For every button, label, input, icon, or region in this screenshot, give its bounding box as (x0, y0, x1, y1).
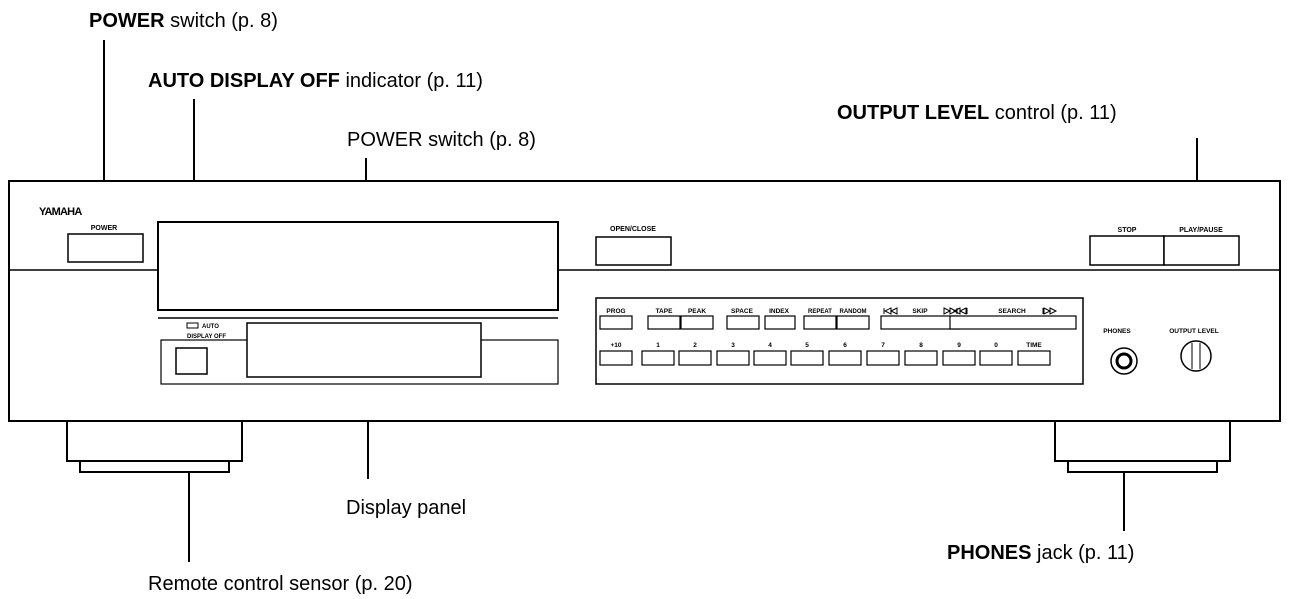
callout-auto-display-off: AUTO DISPLAY OFF indicator (p. 11) (148, 70, 483, 92)
play-pause-label: PLAY/PAUSE (1179, 227, 1223, 234)
number-plus10-button[interactable] (599, 350, 633, 366)
skip-back-icon (883, 307, 898, 315)
right-foot-base (1067, 460, 1218, 473)
number-3-button[interactable] (716, 350, 750, 366)
number-4-label: 4 (768, 342, 772, 349)
number-button-row: +10 1 2 3 4 5 6 7 8 9 0 TIME (599, 342, 1051, 366)
number-4-button[interactable] (753, 350, 787, 366)
number-3-label: 3 (731, 342, 735, 349)
random-label: RANDOM (840, 309, 867, 315)
number-9-button[interactable] (942, 350, 976, 366)
open-close-button[interactable] (595, 236, 672, 266)
prog-label: PROG (606, 308, 625, 315)
number-5-label: 5 (805, 342, 809, 349)
callout-display-panel: Display panel (346, 497, 467, 519)
search-label: SEARCH (998, 308, 1026, 315)
number-5-button[interactable] (790, 350, 824, 366)
right-foot-top (1054, 420, 1231, 462)
stop-label: STOP (1118, 227, 1137, 234)
space-label: SPACE (731, 308, 754, 315)
auto-display-off-label-line1: AUTO (202, 324, 219, 330)
left-foot-base (79, 460, 230, 473)
disc-tray[interactable] (157, 221, 559, 311)
number-plus10-label: +10 (610, 342, 621, 349)
phones-label: PHONES (1103, 328, 1131, 335)
number-1-button[interactable] (641, 350, 675, 366)
callout-disc-tray: POWER switch (p. 8) (347, 129, 536, 151)
prog-button[interactable] (599, 315, 633, 330)
play-pause-button[interactable] (1163, 235, 1240, 266)
number-9-label: 9 (957, 342, 961, 349)
display-window (246, 322, 482, 378)
number-8-button[interactable] (904, 350, 938, 366)
peak-button[interactable] (680, 315, 714, 330)
search-button[interactable] (949, 315, 1077, 330)
callout-power-switch: POWER switch (p. 8) (89, 10, 278, 32)
number-1-label: 1 (656, 342, 660, 349)
power-button[interactable] (67, 233, 144, 263)
auto-display-off-label-line2: DISPLAY OFF (187, 334, 226, 340)
skip-label: SKIP (912, 308, 928, 315)
index-button[interactable] (764, 315, 796, 330)
repeat-label: REPEAT (808, 309, 832, 315)
tape-label: TAPE (656, 308, 674, 315)
number-7-button[interactable] (866, 350, 900, 366)
number-2-button[interactable] (678, 350, 712, 366)
power-button-label: POWER (91, 225, 117, 232)
open-close-label: OPEN/CLOSE (610, 226, 656, 233)
left-foot-top (66, 420, 243, 462)
number-time-label: TIME (1026, 342, 1042, 349)
number-2-label: 2 (693, 342, 697, 349)
random-button[interactable] (836, 315, 870, 330)
search-forward-icon (1042, 307, 1058, 315)
tape-button[interactable] (647, 315, 681, 330)
control-subpanel (595, 297, 1084, 385)
callout-phones-jack: PHONES jack (p. 11) (947, 542, 1135, 564)
callout-remote-sensor: Remote control sensor (p. 20) (148, 573, 413, 595)
number-0-label: 0 (994, 342, 998, 349)
peak-label: PEAK (688, 308, 706, 315)
phones-jack[interactable] (1110, 347, 1138, 375)
number-7-label: 7 (881, 342, 885, 349)
stop-button[interactable] (1089, 235, 1165, 266)
brand-logo: YAMAHA (39, 206, 82, 218)
callout-output-level: OUTPUT LEVEL control (p. 11) (837, 102, 1117, 124)
space-button[interactable] (726, 315, 760, 330)
number-8-label: 8 (919, 342, 923, 349)
repeat-button[interactable] (803, 315, 837, 330)
output-level-label: OUTPUT LEVEL (1169, 328, 1219, 335)
number-time-button[interactable] (1017, 350, 1051, 366)
skip-button[interactable] (880, 315, 960, 330)
remote-sensor-window (175, 347, 208, 375)
index-label: INDEX (769, 308, 790, 315)
phones-jack-inner (1115, 352, 1133, 370)
auto-display-off-indicator (186, 322, 199, 329)
search-back-icon (952, 307, 968, 315)
number-6-button[interactable] (828, 350, 862, 366)
number-0-button[interactable] (979, 350, 1013, 366)
number-6-label: 6 (843, 342, 847, 349)
output-level-knob[interactable] (1180, 340, 1212, 372)
